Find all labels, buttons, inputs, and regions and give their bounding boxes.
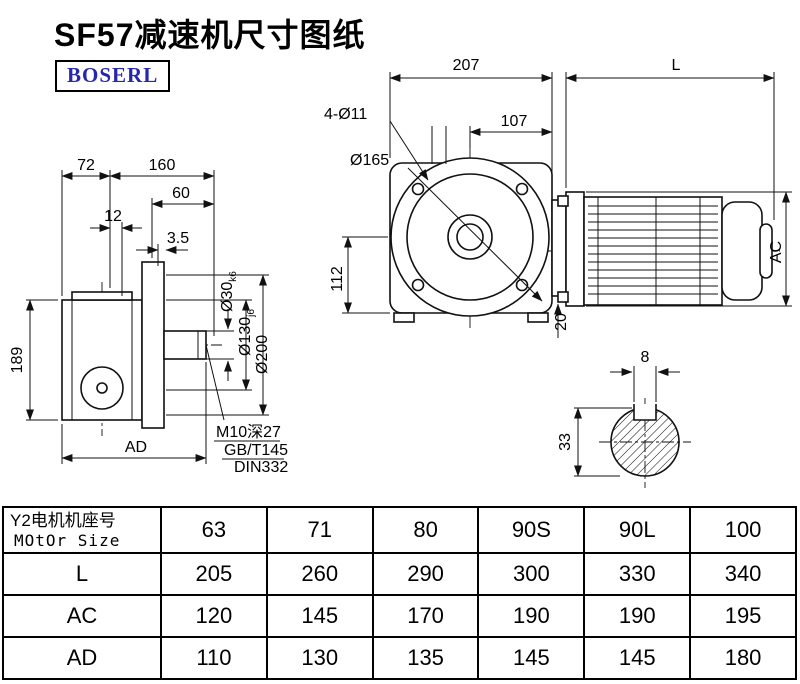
bolt-hole [411, 278, 425, 292]
table-header-row: Y2电机机座号 MOtOr Size 63 71 80 90S 90L 100 [2, 506, 797, 554]
motor-adapter [551, 199, 567, 297]
dim-33-label: 33 [557, 433, 574, 451]
row-label: AC [2, 594, 162, 638]
front-view-dimensions: 207 L 107 4-Ø11 Ø165 112 AC 20 [324, 57, 792, 338]
table-row-l: L 205 260 290 300 330 340 [2, 552, 797, 596]
keyway [633, 404, 657, 421]
page-title: SF57减速机尺寸图纸 [54, 17, 366, 53]
dim-value: 170 [371, 594, 480, 638]
motor-size-label-cn: Y2电机机座号 [10, 510, 116, 530]
dim-value: 110 [160, 636, 268, 680]
dim-l-label: L [672, 57, 681, 74]
dim-160-label: 160 [149, 157, 176, 174]
dim-3-5-label: 3.5 [167, 230, 189, 247]
dim-20-label: 20 [553, 313, 570, 331]
dim-value: 205 [160, 552, 268, 596]
dim-8-label: 8 [641, 349, 650, 366]
bolt-hole [515, 182, 529, 196]
side-view-dimensions: 72 160 60 12 3.5 189 AD Ø30k6 Ø13 [9, 157, 288, 476]
dim-value: 195 [689, 594, 797, 638]
motor-size-header-cell: Y2电机机座号 MOtOr Size [2, 506, 162, 554]
dim-value: 340 [689, 552, 797, 596]
dim-12-label: 12 [104, 208, 122, 225]
dim-ac-label: AC [768, 241, 785, 263]
table-row-ac: AC 120 145 170 190 190 195 [2, 594, 797, 638]
note-tap-label: M10深27 [216, 423, 281, 441]
motor-flange [565, 191, 585, 307]
technical-drawing: 72 160 60 12 3.5 189 AD Ø30k6 Ø13 [9, 57, 792, 488]
row-label: L [2, 552, 162, 596]
dim-value: 300 [477, 552, 586, 596]
dim-bolt-holes-label: 4-Ø11 [324, 106, 367, 123]
table-row-ad: AD 110 130 135 145 145 180 [2, 636, 797, 680]
front-view [376, 148, 780, 330]
dim-value: 290 [371, 552, 480, 596]
bolt-hole [411, 182, 425, 196]
note-std2-label: DIN332 [234, 459, 288, 476]
note-std1-label: GB/T145 [224, 442, 288, 459]
brand-label: BOSERL [67, 63, 159, 87]
dim-value: 135 [371, 636, 480, 680]
dim-207-label: 207 [453, 57, 480, 74]
frame-size-column-header: 90S [477, 506, 586, 554]
shaft-section-view: 8 33 [557, 349, 691, 488]
dim-value: 120 [160, 594, 268, 638]
side-view [61, 261, 222, 436]
row-label: AD [2, 636, 162, 680]
frame-size-column-header: 71 [265, 506, 374, 554]
dim-value: 260 [265, 552, 374, 596]
motor-dimension-table: Y2电机机座号 MOtOr Size 63 71 80 90S 90L 100 … [2, 506, 797, 680]
motor-body [583, 196, 723, 306]
dim-112-label: 112 [329, 266, 346, 292]
dim-72-label: 72 [77, 157, 95, 174]
dim-value: 145 [583, 636, 692, 680]
dim-189-label: 189 [9, 347, 26, 374]
bolt-hole [515, 278, 529, 292]
frame-size-column-header: 100 [689, 506, 797, 554]
brand-logo-box: BOSERL [55, 60, 171, 92]
dim-value: 190 [477, 594, 586, 638]
dim-value: 145 [477, 636, 586, 680]
dim-value: 145 [265, 594, 374, 638]
dim-value: 190 [583, 594, 692, 638]
dim-165-label: Ø165 [350, 152, 389, 169]
dim-60-label: 60 [172, 185, 190, 202]
dim-value: 330 [583, 552, 692, 596]
mounting-flange [141, 261, 165, 429]
dim-ad-label: AD [125, 439, 147, 456]
input-shaft [163, 330, 207, 360]
dim-value: 130 [265, 636, 374, 680]
dim-flange-dia-label: Ø200 [254, 335, 271, 374]
frame-size-column-header: 63 [160, 506, 268, 554]
dim-shaft-dia-label: Ø30k6 [219, 271, 239, 312]
dim-spigot-dia-label: Ø130j6 [237, 309, 257, 356]
motor-size-label-en: MOtOr Size [14, 530, 121, 550]
motor-end-cap [721, 201, 763, 301]
frame-size-column-header: 80 [371, 506, 480, 554]
dim-107-label: 107 [501, 113, 528, 130]
frame-size-column-header: 90L [583, 506, 692, 554]
dim-value: 180 [689, 636, 797, 680]
